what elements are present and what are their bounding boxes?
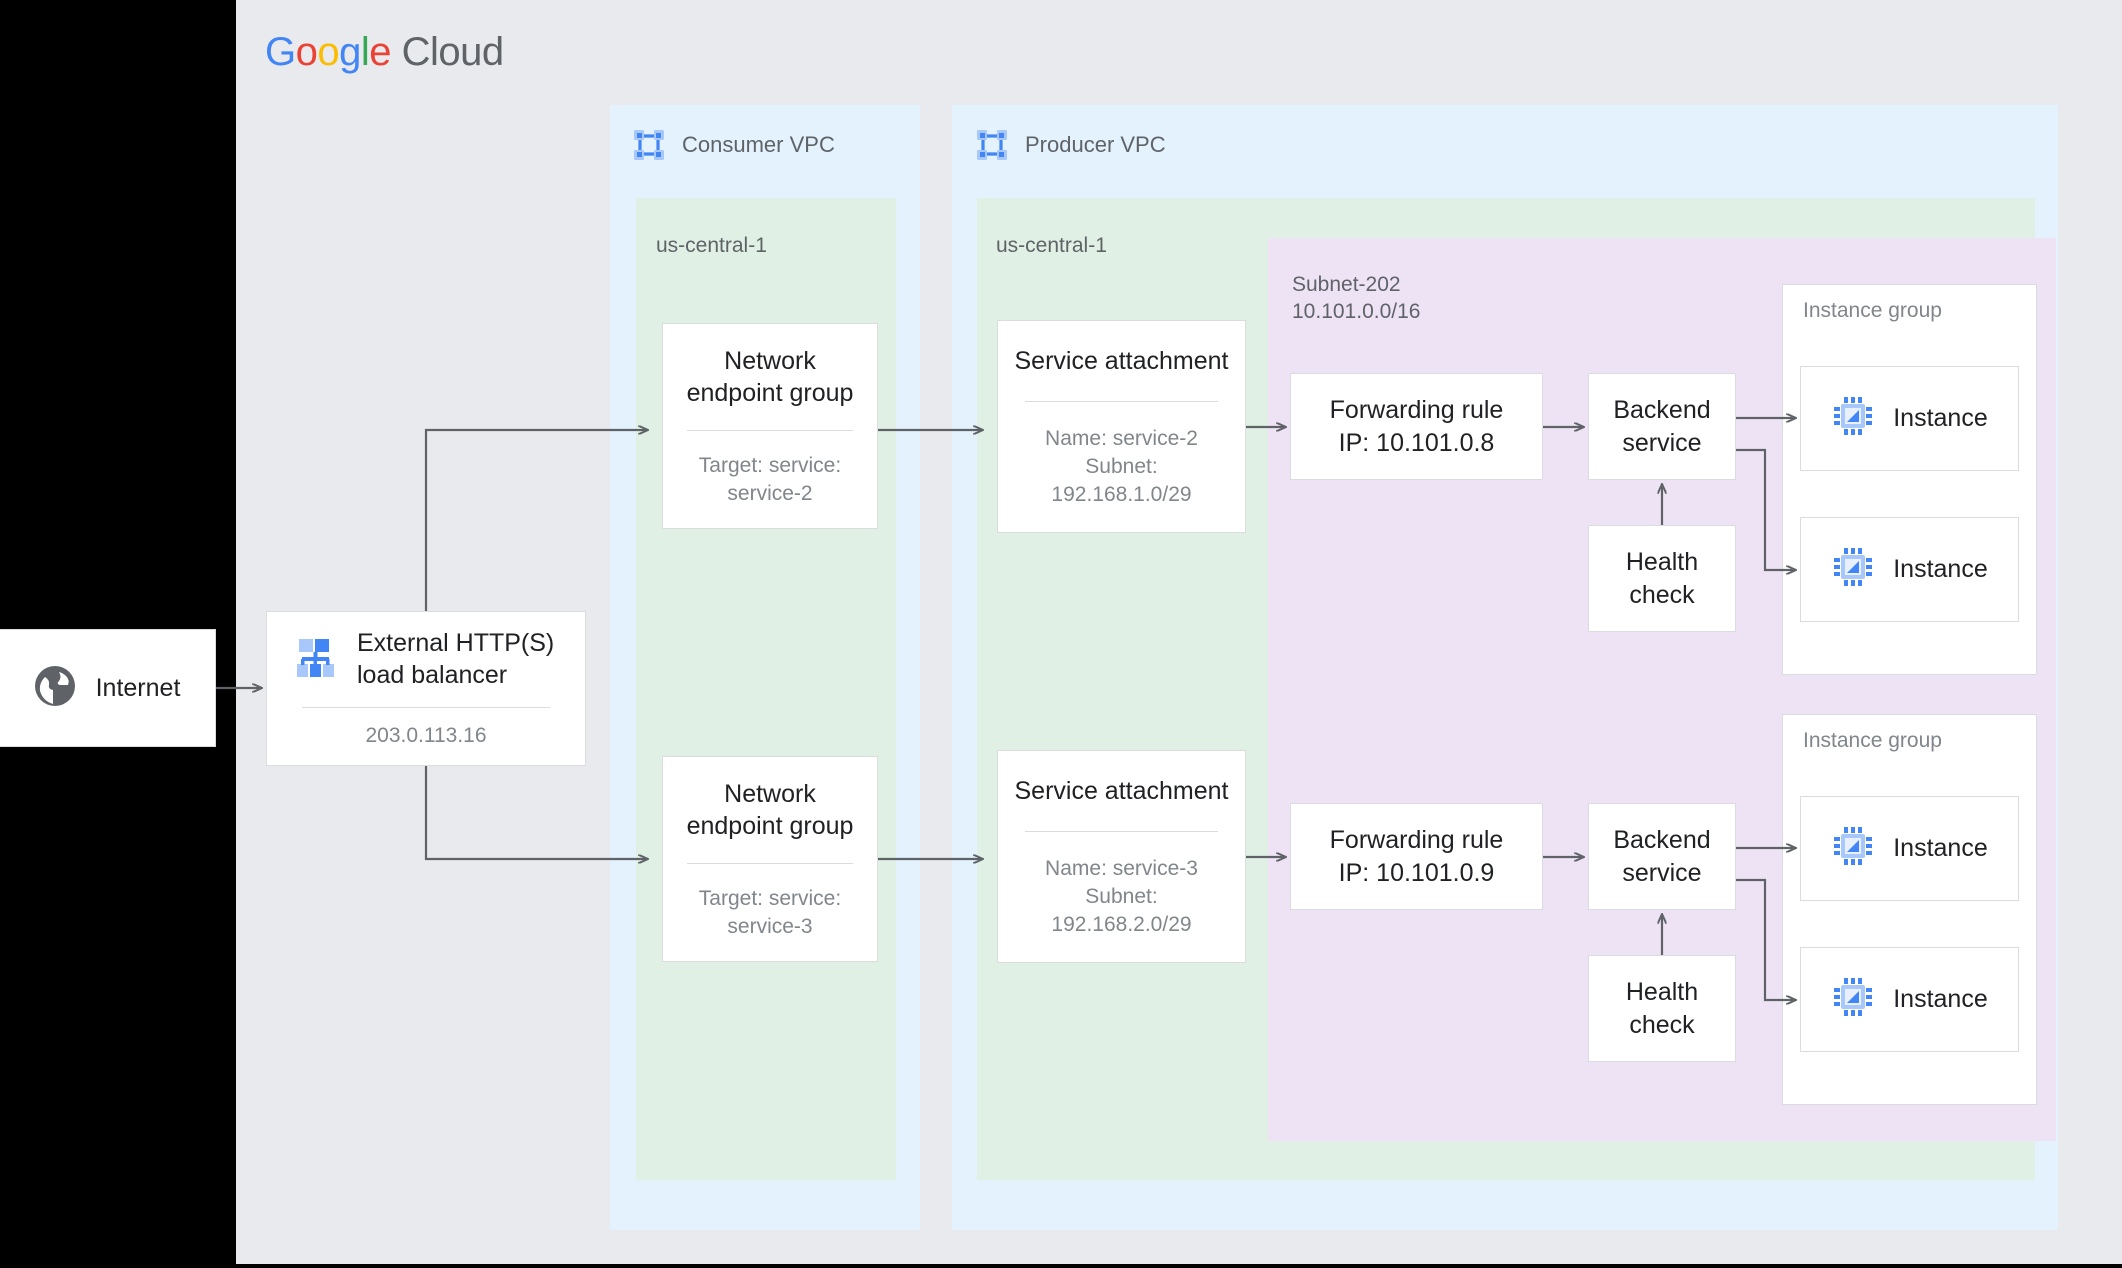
service-attachment-title-1: Service attachment: [1014, 346, 1229, 375]
forwarding-rule-title-2: Forwarding rule IP: 10.101.0.9: [1329, 826, 1504, 887]
instance-card-1-2[interactable]: Instance: [1800, 517, 2019, 622]
load-balancer-ip: 203.0.113.16: [365, 724, 487, 748]
health-check-title-1: Health check: [1625, 548, 1699, 609]
backend-service-title-1: Backend service: [1613, 396, 1711, 457]
logo-letter-o1: o: [295, 30, 318, 74]
instance-icon: [1831, 545, 1875, 594]
instance-label-2-2: Instance: [1893, 985, 1988, 1014]
health-check-card-2[interactable]: Health check: [1588, 955, 1736, 1062]
card-divider: [1025, 400, 1218, 402]
load-balancer-title: External HTTP(S) load balancer: [357, 628, 555, 690]
instance-group-label-1: Instance group: [1803, 299, 1942, 322]
card-divider: [686, 863, 854, 865]
service-attachment-subtitle-2: Name: service-3 Subnet: 192.168.2.0/29: [1045, 857, 1198, 936]
instance-icon: [1831, 824, 1875, 873]
health-check-card-1[interactable]: Health check: [1588, 525, 1736, 632]
producer-vpc-title: Producer VPC: [1025, 132, 1166, 157]
forwarding-rule-card-2[interactable]: Forwarding rule IP: 10.101.0.9: [1290, 803, 1543, 910]
logo-letter-o2: o: [317, 30, 340, 74]
neg-subtitle-2: Target: service: service-3: [698, 886, 842, 938]
service-attachment-card-1[interactable]: Service attachment Name: service-2 Subne…: [997, 320, 1246, 533]
instance-label-1-2: Instance: [1893, 555, 1988, 584]
health-check-title-2: Health check: [1625, 978, 1699, 1039]
logo-letter-g2: g: [339, 30, 361, 74]
instance-icon: [1831, 394, 1875, 443]
logo-letter-g: G: [265, 30, 296, 74]
backend-service-title-2: Backend service: [1613, 826, 1711, 887]
service-attachment-title-2: Service attachment: [1014, 776, 1229, 805]
forwarding-rule-card-1[interactable]: Forwarding rule IP: 10.101.0.8: [1290, 373, 1543, 480]
network-endpoint-group-card-1[interactable]: Network endpoint group Target: service: …: [662, 323, 878, 529]
vpc-icon: [632, 128, 666, 167]
service-attachment-subtitle-1: Name: service-2 Subnet: 192.168.1.0/29: [1045, 427, 1198, 506]
logo-cloud-text: Cloud: [401, 30, 505, 74]
internet-label: Internet: [95, 673, 181, 702]
backend-service-card-2[interactable]: Backend service: [1588, 803, 1736, 910]
logo-letter-l: l: [360, 30, 370, 74]
neg-title-1: Network endpoint group: [686, 346, 854, 408]
instance-group-label-2: Instance group: [1803, 729, 1942, 752]
google-cloud-logo: Google Cloud: [265, 30, 504, 75]
load-balancer-icon: [293, 634, 339, 685]
neg-subtitle-1: Target: service: service-2: [698, 453, 842, 505]
consumer-region-label: us-central-1: [656, 234, 767, 257]
logo-letter-e: e: [369, 30, 392, 74]
card-divider: [1025, 830, 1218, 832]
producer-region-label: us-central-1: [996, 234, 1107, 257]
card-divider: [686, 430, 854, 432]
logo-word-cloud: [391, 30, 402, 74]
instance-label-2-1: Instance: [1893, 834, 1988, 863]
consumer-vpc-title: Consumer VPC: [682, 132, 835, 157]
network-endpoint-group-card-2[interactable]: Network endpoint group Target: service: …: [662, 756, 878, 962]
card-divider: [301, 706, 551, 708]
internet-card[interactable]: Internet: [0, 629, 216, 747]
instance-icon: [1831, 975, 1875, 1024]
instance-card-2-1[interactable]: Instance: [1800, 796, 2019, 901]
instance-card-1-1[interactable]: Instance: [1800, 366, 2019, 471]
load-balancer-card[interactable]: External HTTP(S) load balancer 203.0.113…: [266, 611, 586, 766]
instance-card-2-2[interactable]: Instance: [1800, 947, 2019, 1052]
vpc-icon: [975, 128, 1009, 167]
service-attachment-card-2[interactable]: Service attachment Name: service-3 Subne…: [997, 750, 1246, 963]
instance-label-1-1: Instance: [1893, 404, 1988, 433]
neg-title-2: Network endpoint group: [686, 779, 854, 841]
subnet-label: Subnet-202 10.101.0.0/16: [1292, 273, 1421, 323]
globe-icon: [32, 663, 78, 714]
forwarding-rule-title-1: Forwarding rule IP: 10.101.0.8: [1329, 396, 1504, 457]
backend-service-card-1[interactable]: Backend service: [1588, 373, 1736, 480]
